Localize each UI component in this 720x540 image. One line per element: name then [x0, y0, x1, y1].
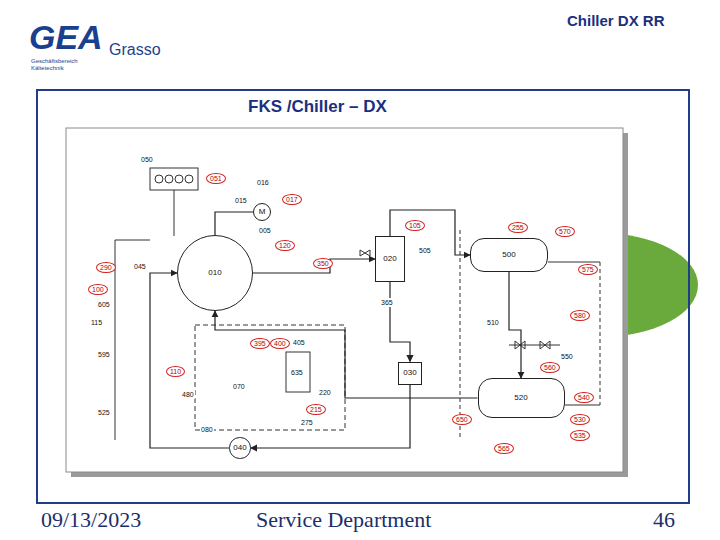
oil-filter-box: [286, 352, 310, 392]
callout-number: 510: [486, 318, 500, 327]
water-line: [600, 262, 601, 405]
sensor-symbol: [175, 175, 183, 183]
condenser-vessel: 500: [470, 238, 548, 272]
pipe-connector: [215, 212, 253, 235]
sensor-symbol: [165, 175, 173, 183]
callout-number: 016: [256, 178, 270, 187]
control-line: [460, 230, 461, 440]
callout-number: 525: [97, 408, 111, 417]
pipe-connector: [215, 311, 478, 398]
instrument-tag: 105: [405, 220, 425, 231]
signal-line: [174, 190, 175, 236]
pipe-line: [565, 405, 600, 406]
oil-cooler-box: 030: [398, 362, 422, 385]
oil-pump-circle: 040: [229, 437, 250, 458]
instrument-tag: 540: [574, 392, 594, 403]
logo-text: GEA: [28, 18, 104, 56]
pipe-line: [115, 240, 150, 241]
footer-text: Service Department: [255, 507, 432, 533]
motor-circle: M: [253, 203, 271, 221]
callout-number: 480: [181, 390, 195, 399]
callout-number: 595: [97, 350, 111, 359]
instrument-tag: 215: [306, 404, 326, 415]
component-number: 010: [208, 268, 221, 278]
instrument-tag: 570: [555, 226, 575, 237]
callout-number: 550: [560, 352, 574, 361]
pipe-connector: [390, 282, 410, 362]
sensor-symbol: [155, 175, 163, 183]
instrument-tag: 255: [508, 222, 528, 233]
slide-title: FKS /Chiller – DX: [248, 97, 387, 117]
component-number: 520: [514, 393, 527, 403]
instrument-tag: 560: [540, 362, 560, 373]
compressor-circle: 010: [177, 235, 253, 311]
component-number: M: [259, 207, 266, 217]
pipe-connector: [509, 272, 521, 378]
instrument-tag: 051: [206, 173, 226, 184]
instrument-tag: 650: [452, 414, 472, 425]
instrument-tag: 575: [578, 264, 598, 275]
footer-text: 46: [652, 507, 676, 533]
logo-subtitle: Geschäftsbereich Kältetechnik: [30, 58, 94, 72]
callout-number: 115: [90, 318, 103, 327]
instrument-tag: 395: [250, 338, 270, 349]
callout-number: 635: [290, 368, 304, 377]
instrument-tag: 565: [494, 443, 514, 454]
instrument-tag: 100: [88, 284, 108, 295]
pipe-connector: [251, 385, 410, 449]
component-number: 030: [403, 368, 416, 378]
instrument-tag: 110: [166, 366, 185, 377]
callout-number: 365: [380, 298, 394, 307]
footer-text: 09/13/2023: [40, 507, 142, 533]
callout-number: 050: [140, 155, 154, 164]
instrument-tag: 350: [313, 258, 333, 269]
instrument-tag: 017: [282, 194, 302, 205]
sensor-symbol: [185, 175, 193, 183]
instrument-tag: 535: [570, 430, 590, 441]
drawing-sheet: [66, 128, 623, 472]
callout-number: 605: [97, 300, 111, 309]
oil-system-outline: [195, 325, 345, 430]
component-number: 500: [502, 250, 515, 260]
callout-number: 275: [300, 418, 314, 427]
callout-number: 505: [418, 246, 432, 255]
page-heading: Chiller DX RR: [566, 12, 666, 30]
brand-name: Grasso: [108, 40, 162, 59]
pipe-connector: [253, 259, 375, 273]
callout-number: 005: [258, 226, 272, 235]
component-number: 020: [383, 254, 396, 264]
instrument-tag: 580: [570, 310, 590, 321]
valve-symbol: [360, 250, 370, 256]
callout-number: 015: [234, 196, 248, 205]
callout-number: 080: [200, 425, 214, 434]
slide-frame: [37, 90, 689, 503]
instrument-tag: 400: [270, 338, 290, 349]
pipe-line: [509, 345, 560, 346]
callout-number: 045: [133, 262, 147, 271]
pipe-line: [548, 262, 600, 263]
sensor-block: [150, 168, 198, 190]
instrument-tag: 290: [96, 262, 116, 273]
oil-separator-box: 020: [375, 236, 405, 282]
component-number: 040: [233, 443, 246, 453]
callout-number: 070: [232, 382, 246, 391]
callout-number: 405: [292, 338, 306, 347]
evaporator-vessel: 520: [478, 378, 565, 418]
instrument-tag: 530: [570, 414, 590, 425]
instrument-tag: 120: [275, 240, 295, 251]
callout-number: 220: [318, 388, 332, 397]
